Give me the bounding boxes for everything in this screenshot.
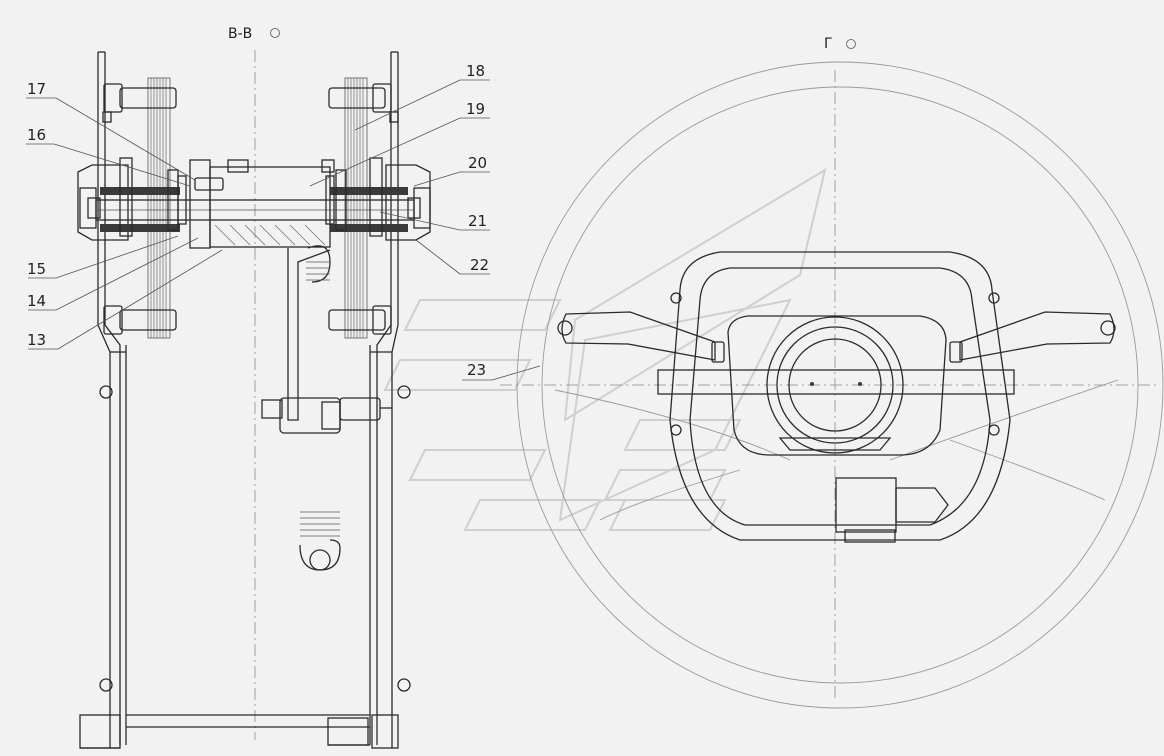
top-pins [103,83,392,335]
watermark-logo [383,167,827,531]
view-title-bb: В-В [228,26,252,42]
callout-19: 19 [466,100,485,118]
lower-spring [299,511,341,571]
upper-hatch-left [147,77,171,339]
callout-16: 16 [27,126,46,144]
steering-hub [657,315,1015,456]
callout-22: 22 [470,256,489,274]
steering-column-housing [669,251,1011,541]
callout-20: 20 [468,154,487,172]
callout-18: 18 [466,62,485,80]
callout-15: 15 [27,260,46,278]
callout-17: 17 [27,80,46,98]
callout-labels: 17 16 15 14 13 18 19 20 21 22 23 [27,62,489,379]
steering-wheel-rim [516,61,1164,709]
callout-23: 23 [467,361,486,379]
view-title-bb-marker-icon [270,28,280,38]
upper-spring [306,245,331,283]
right-stalk-lever [949,311,1116,363]
shaft-assembly [77,157,431,421]
leader-lines [26,79,541,381]
lower-switch-block [835,477,949,543]
callout-14: 14 [27,292,46,310]
section-view-bb: В-В [77,26,431,749]
section-view-g: Г [500,36,1164,709]
actuator-cylinder [261,397,392,434]
left-frame [79,51,127,749]
view-title-g-marker-icon [846,39,856,49]
bottom-crossbar [126,714,370,746]
left-stalk-lever [557,311,725,363]
callout-13: 13 [27,331,46,349]
callout-21: 21 [468,212,487,230]
upper-hatch-right [344,77,368,339]
view-title-g: Г [824,36,833,52]
